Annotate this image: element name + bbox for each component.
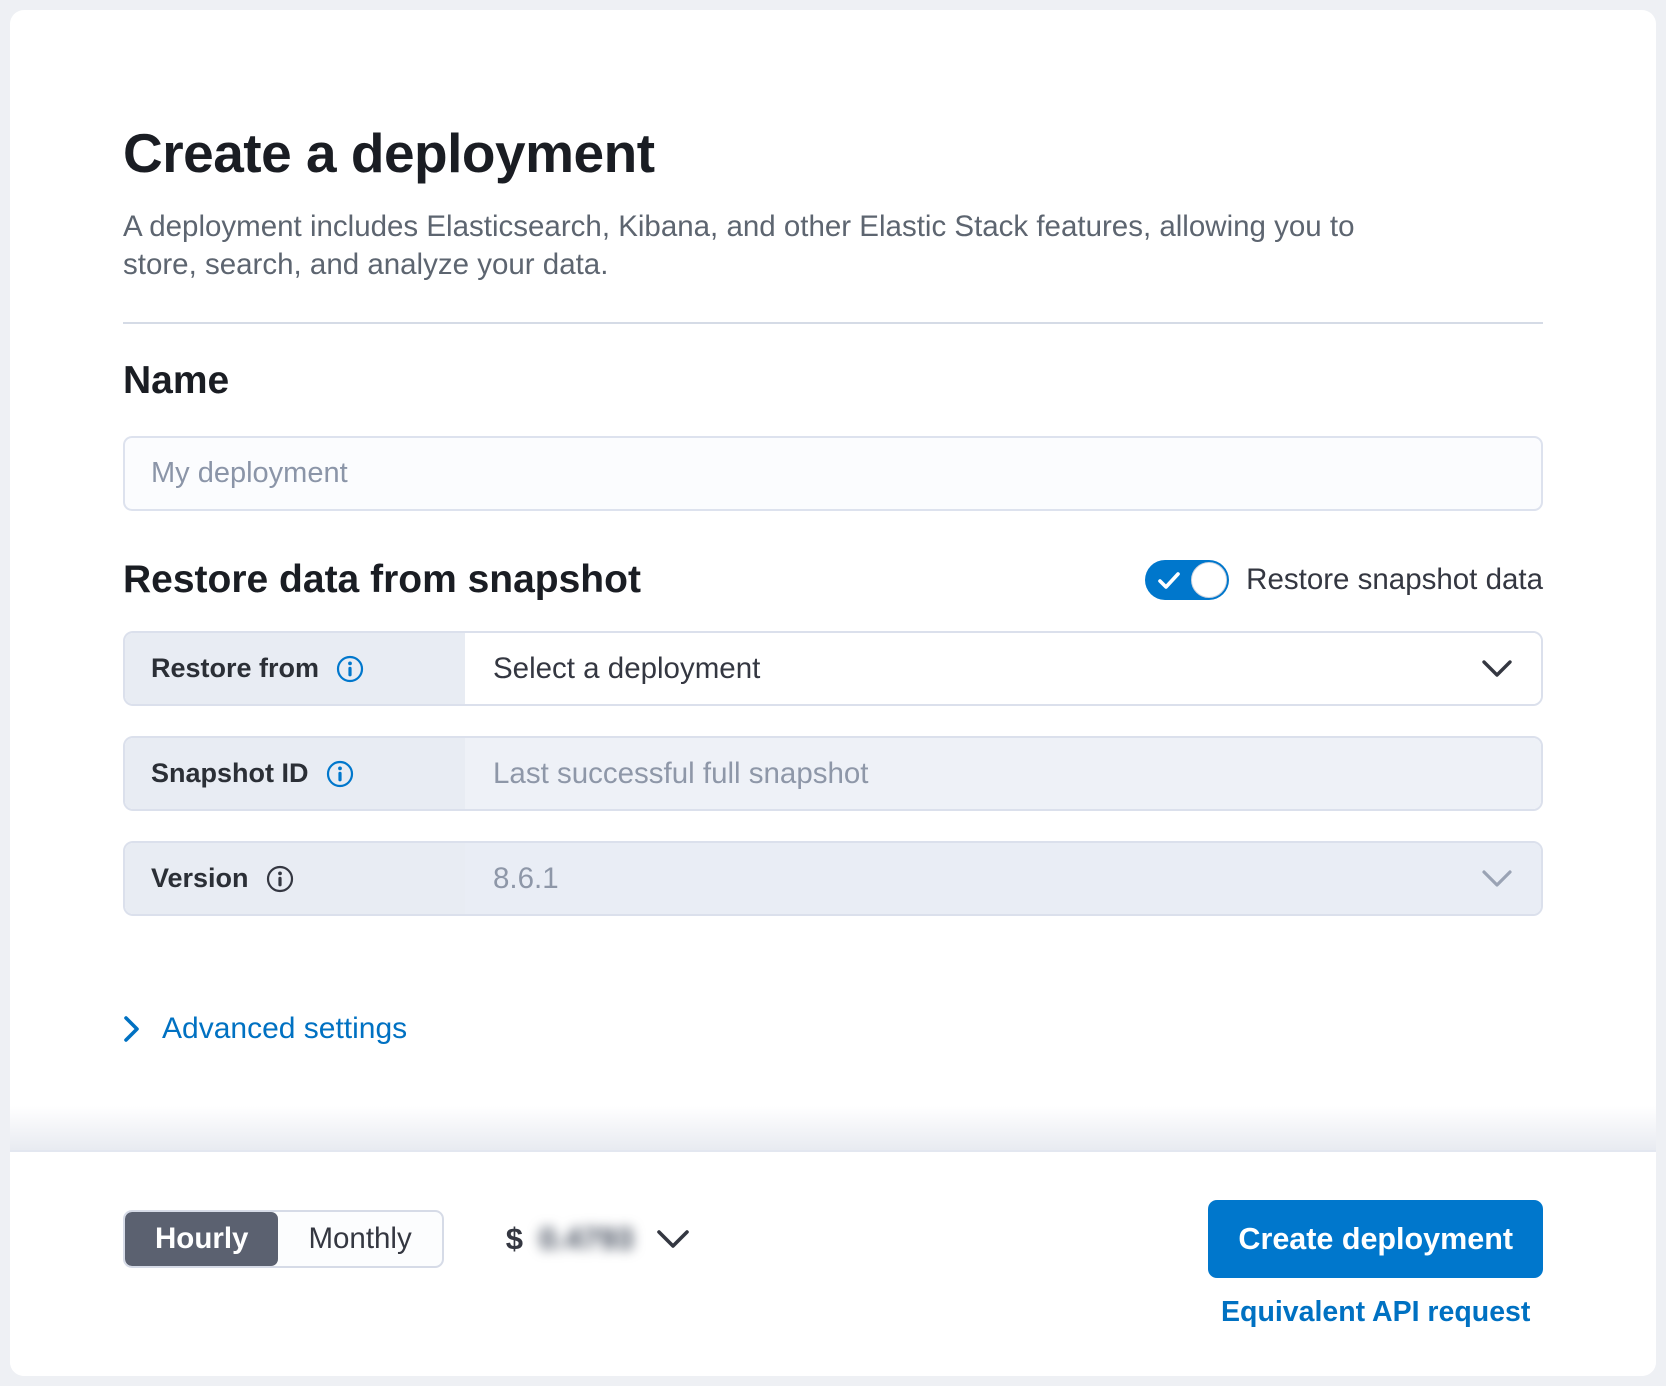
toggle-label: Restore snapshot data xyxy=(1246,563,1543,596)
restore-from-row: Restore from Select a deployment xyxy=(123,631,1543,706)
restore-from-select[interactable]: Select a deployment xyxy=(465,633,1541,704)
advanced-settings-link[interactable]: Advanced settings xyxy=(123,1012,407,1046)
chevron-down-icon xyxy=(657,1230,689,1248)
advanced-settings-label: Advanced settings xyxy=(162,1012,408,1045)
create-deployment-button[interactable]: Create deployment xyxy=(1208,1200,1543,1278)
toggle-knob xyxy=(1191,562,1228,598)
info-icon[interactable] xyxy=(326,760,354,788)
snapshot-id-label-cell: Snapshot ID xyxy=(125,738,465,809)
restore-from-label-cell: Restore from xyxy=(125,633,465,704)
create-deployment-panel: Create a deployment A deployment include… xyxy=(10,10,1656,1376)
restore-snapshot-toggle-group: Restore snapshot data xyxy=(1145,560,1543,600)
restore-section-header: Restore data from snapshot Restore snaps… xyxy=(123,557,1543,603)
price-currency: $ xyxy=(505,1221,523,1256)
billing-interval-group: Hourly Monthly xyxy=(123,1210,444,1268)
version-label: Version xyxy=(151,863,249,893)
divider xyxy=(123,322,1543,324)
info-icon[interactable] xyxy=(336,655,364,683)
check-icon xyxy=(1158,572,1180,589)
snapshot-id-input: Last successful full snapshot xyxy=(465,738,1541,809)
page-subtitle: A deployment includes Elasticsearch, Kib… xyxy=(123,210,1355,281)
submit-area: Create deployment Equivalent API request xyxy=(1208,1200,1543,1329)
restore-from-label: Restore from xyxy=(151,653,320,683)
chevron-down-icon xyxy=(1482,870,1512,887)
monthly-button[interactable]: Monthly xyxy=(278,1212,441,1266)
info-icon[interactable] xyxy=(266,865,294,893)
main-content: Create a deployment A deployment include… xyxy=(10,10,1656,1150)
deployment-name-input[interactable] xyxy=(123,436,1543,511)
version-label-cell: Version xyxy=(125,843,465,914)
snapshot-id-placeholder: Last successful full snapshot xyxy=(493,756,869,790)
version-value: 8.6.1 xyxy=(493,861,559,895)
name-section-heading: Name xyxy=(123,359,230,402)
footer-bar: Hourly Monthly $ 0.4793 Create deploymen… xyxy=(10,1150,1656,1376)
hourly-button[interactable]: Hourly xyxy=(125,1212,279,1266)
snapshot-id-row: Snapshot ID Last successful full snapsho… xyxy=(123,736,1543,811)
restore-from-value: Select a deployment xyxy=(493,651,761,685)
version-select: 8.6.1 xyxy=(465,843,1541,914)
page-title: Create a deployment xyxy=(123,122,655,184)
price-amount: 0.4793 xyxy=(538,1221,634,1256)
snapshot-id-label: Snapshot ID xyxy=(151,758,309,788)
price-dropdown[interactable]: $ 0.4793 xyxy=(506,1221,690,1257)
version-row: Version 8.6.1 xyxy=(123,841,1543,916)
restore-section-heading: Restore data from snapshot xyxy=(123,558,641,601)
equivalent-api-request-link[interactable]: Equivalent API request xyxy=(1221,1296,1531,1328)
billing-controls: Hourly Monthly $ 0.4793 xyxy=(123,1200,690,1278)
chevron-right-icon xyxy=(124,1016,139,1042)
restore-snapshot-toggle[interactable] xyxy=(1145,560,1230,600)
chevron-down-icon xyxy=(1482,660,1512,677)
